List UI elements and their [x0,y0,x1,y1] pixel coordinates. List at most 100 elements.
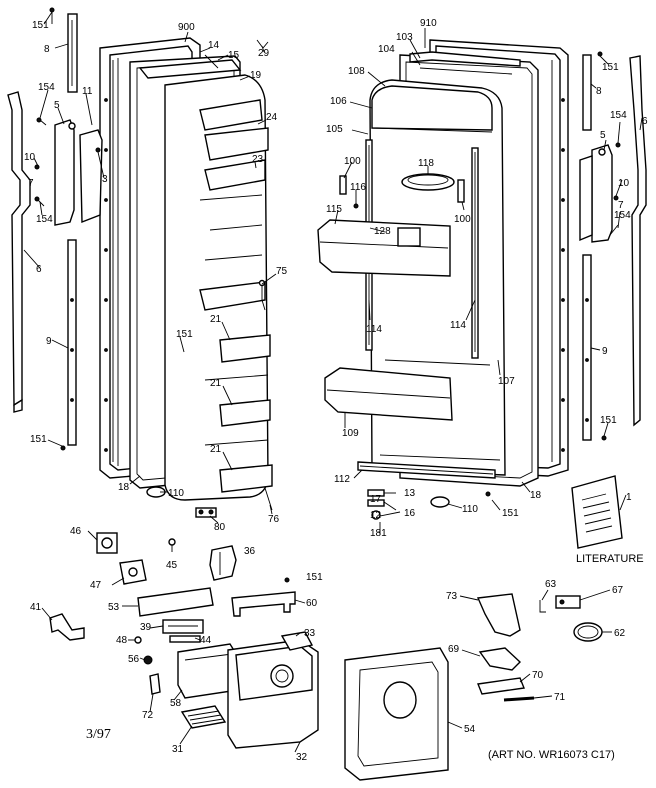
dispenser-cover-54 [344,647,449,781]
label-154-c: 154 [610,110,627,121]
label-53: 53 [108,602,120,613]
label-46: 46 [70,526,82,537]
left-door-rivets [104,98,108,452]
dispenser-actuator-36 [209,545,237,581]
label-10-b: 10 [618,178,630,189]
label-128: 128 [374,226,391,237]
label-151-b: 151 [176,329,193,340]
dispenser-bracket-47 [119,559,147,585]
right-door-rivets [561,98,565,452]
label-44: 44 [200,635,212,646]
label-58: 58 [170,698,182,709]
label-115: 115 [326,204,342,215]
label-112: 112 [334,474,350,485]
left-door-hinge-pieces [195,39,273,518]
label-100-b: 100 [454,214,471,225]
left-door-liner [164,74,273,501]
label-7-b: 7 [618,200,624,211]
label-108: 108 [348,66,365,77]
dispenser-arm-69 [478,647,522,671]
bottom-trim-112 [357,461,496,479]
dispenser-chute-73 [476,593,521,637]
label-7-a: 7 [28,178,34,189]
label-151-e: 151 [602,62,619,73]
left-handle-bracket-top [67,13,78,93]
label-9-b: 9 [602,346,608,357]
right-handle-trim [579,144,613,243]
label-103: 103 [396,32,413,43]
label-13: 13 [404,488,416,499]
literature-caption: LITERATURE [576,553,644,565]
left-door-top-cap [138,54,242,79]
label-70: 70 [532,670,544,681]
label-110-b: 110 [462,504,478,515]
right-handle-bracket-top [582,54,592,131]
right-small-parts [339,175,491,535]
label-33: 33 [304,628,316,639]
label-63: 63 [545,579,557,590]
shelf-109 [324,367,453,421]
dispenser-grille-31 [180,705,227,729]
label-151-f: 151 [600,415,617,426]
date-code: 3/97 [86,727,111,742]
label-60: 60 [306,598,318,609]
label-114-b: 114 [450,320,466,331]
label-8-a: 8 [44,44,50,55]
label-107: 107 [498,376,515,387]
label-9-a: 9 [46,336,52,347]
label-15: 15 [228,50,240,61]
label-151-a: 151 [32,20,49,31]
label-151-g: 151 [306,572,323,583]
dispenser-screws-small [134,577,290,695]
label-114-a: 114 [366,324,382,335]
label-14: 14 [208,40,220,51]
label-154-b: 154 [36,214,53,225]
label-110-a: 110 [168,488,184,499]
label-6-a: 6 [36,264,42,275]
label-100-a: 100 [344,156,361,167]
dispenser-lever-41 [49,613,85,641]
dispenser-parts-63-67 [539,595,581,613]
right-top-trim-bar [409,51,521,75]
label-10-a: 10 [24,152,36,163]
shelf-115 [317,219,451,277]
label-151-d: 151 [502,508,519,519]
label-47: 47 [90,580,102,591]
label-19: 19 [250,70,262,81]
label-8-b: 8 [596,86,602,97]
label-181: 181 [370,528,387,539]
label-16: 16 [404,508,416,519]
label-151-c: 151 [30,434,47,445]
label-75: 75 [276,266,288,277]
label-104: 104 [378,44,395,55]
label-900: 900 [178,22,195,33]
label-62: 62 [614,628,626,639]
right-small-screws [597,51,621,441]
label-109: 109 [342,428,359,439]
label-118: 118 [418,158,434,169]
label-6-b: 6 [642,116,648,127]
label-5-a: 5 [54,100,60,111]
label-73: 73 [446,591,458,602]
label-32: 32 [296,752,308,763]
label-154-d: 154 [614,210,631,221]
dispenser-slide-70 [477,677,525,695]
dispenser-rod-71 [503,696,535,702]
label-72: 72 [142,710,154,721]
label-45: 45 [166,560,178,571]
label-24: 24 [266,112,278,123]
left-handle-trim [54,119,103,226]
label-910: 910 [420,18,437,29]
label-67: 67 [612,585,624,596]
label-56: 56 [128,654,140,665]
right-outer-handle [629,55,647,427]
label-76: 76 [268,514,280,525]
label-3: 3 [102,174,108,185]
left-outer-handle [7,91,31,413]
dispenser-bar-60 [231,591,296,617]
dispenser-switch-46 [96,532,118,554]
label-31: 31 [172,744,184,755]
label-17: 17 [370,494,382,505]
label-69: 69 [448,644,460,655]
